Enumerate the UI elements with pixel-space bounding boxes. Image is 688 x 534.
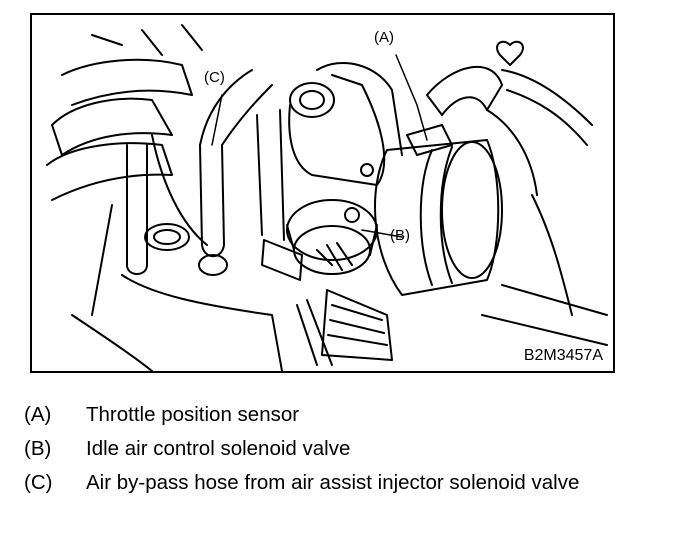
bolt [360, 163, 374, 177]
iac-wires [316, 242, 353, 271]
hose [256, 109, 285, 241]
tps-ribs [419, 146, 453, 286]
legend-text: Air by-pass hose from air assist injecto… [86, 471, 580, 494]
main-hose [426, 66, 503, 116]
intake-runner [61, 58, 193, 106]
legend-key: (A) [24, 403, 52, 426]
bypass-hose [221, 84, 273, 146]
bypass-hose [199, 69, 253, 146]
engine-block [71, 314, 153, 371]
callout-c-label: (C) [204, 69, 225, 86]
hose-right [506, 89, 588, 146]
frame [481, 284, 608, 346]
legend-key: (C) [24, 471, 53, 494]
leader-line-a [395, 54, 428, 141]
bolt [344, 207, 360, 223]
bellows [321, 289, 393, 361]
figure-id-label: B2M3457A [523, 347, 603, 364]
pipe [91, 204, 113, 316]
legend: (A) Throttle position sensor (B) Idle ai… [24, 398, 664, 500]
tps-body [374, 139, 500, 296]
callout-a-label: (A) [374, 29, 394, 46]
engine-diagram: (A) (C) (B) B2M3457A [30, 13, 615, 373]
hose-right [501, 69, 593, 126]
main-hose [486, 109, 538, 196]
throttle-bore [289, 82, 335, 118]
linkage [296, 299, 333, 366]
engine-illustration [46, 24, 608, 371]
throttle-housing [288, 74, 386, 186]
throttle-bore-inner [299, 90, 325, 110]
pipe [151, 134, 208, 246]
intake-runner [46, 142, 173, 201]
frame [531, 194, 573, 316]
leader-line-c [211, 94, 223, 146]
bypass-hose [199, 144, 225, 258]
fitting [144, 223, 190, 251]
pipe [126, 144, 148, 275]
legend-item-c: (C) Air by-pass hose from air assist inj… [24, 466, 664, 500]
legend-text: Throttle position sensor [86, 403, 300, 426]
hose-end [198, 254, 228, 276]
iac-valve-face [293, 225, 371, 275]
tps-face [441, 141, 503, 279]
tps-connector [406, 124, 453, 156]
legend-key: (B) [24, 437, 52, 460]
heart-fitting [496, 40, 524, 66]
fitting [153, 229, 181, 245]
engine-block [121, 274, 283, 371]
legend-item-a: (A) Throttle position sensor [24, 398, 664, 432]
intake-runner [51, 97, 173, 156]
intake-runner [91, 24, 203, 56]
throttle-housing [316, 61, 403, 156]
legend-item-b: (B) Idle air control solenoid valve [24, 432, 664, 466]
iac-connector [261, 239, 303, 281]
legend-text: Idle air control solenoid valve [86, 437, 351, 460]
bellows-ribs [327, 304, 388, 346]
callout-b-label: (B) [390, 227, 410, 244]
leader-line-b [361, 229, 403, 238]
